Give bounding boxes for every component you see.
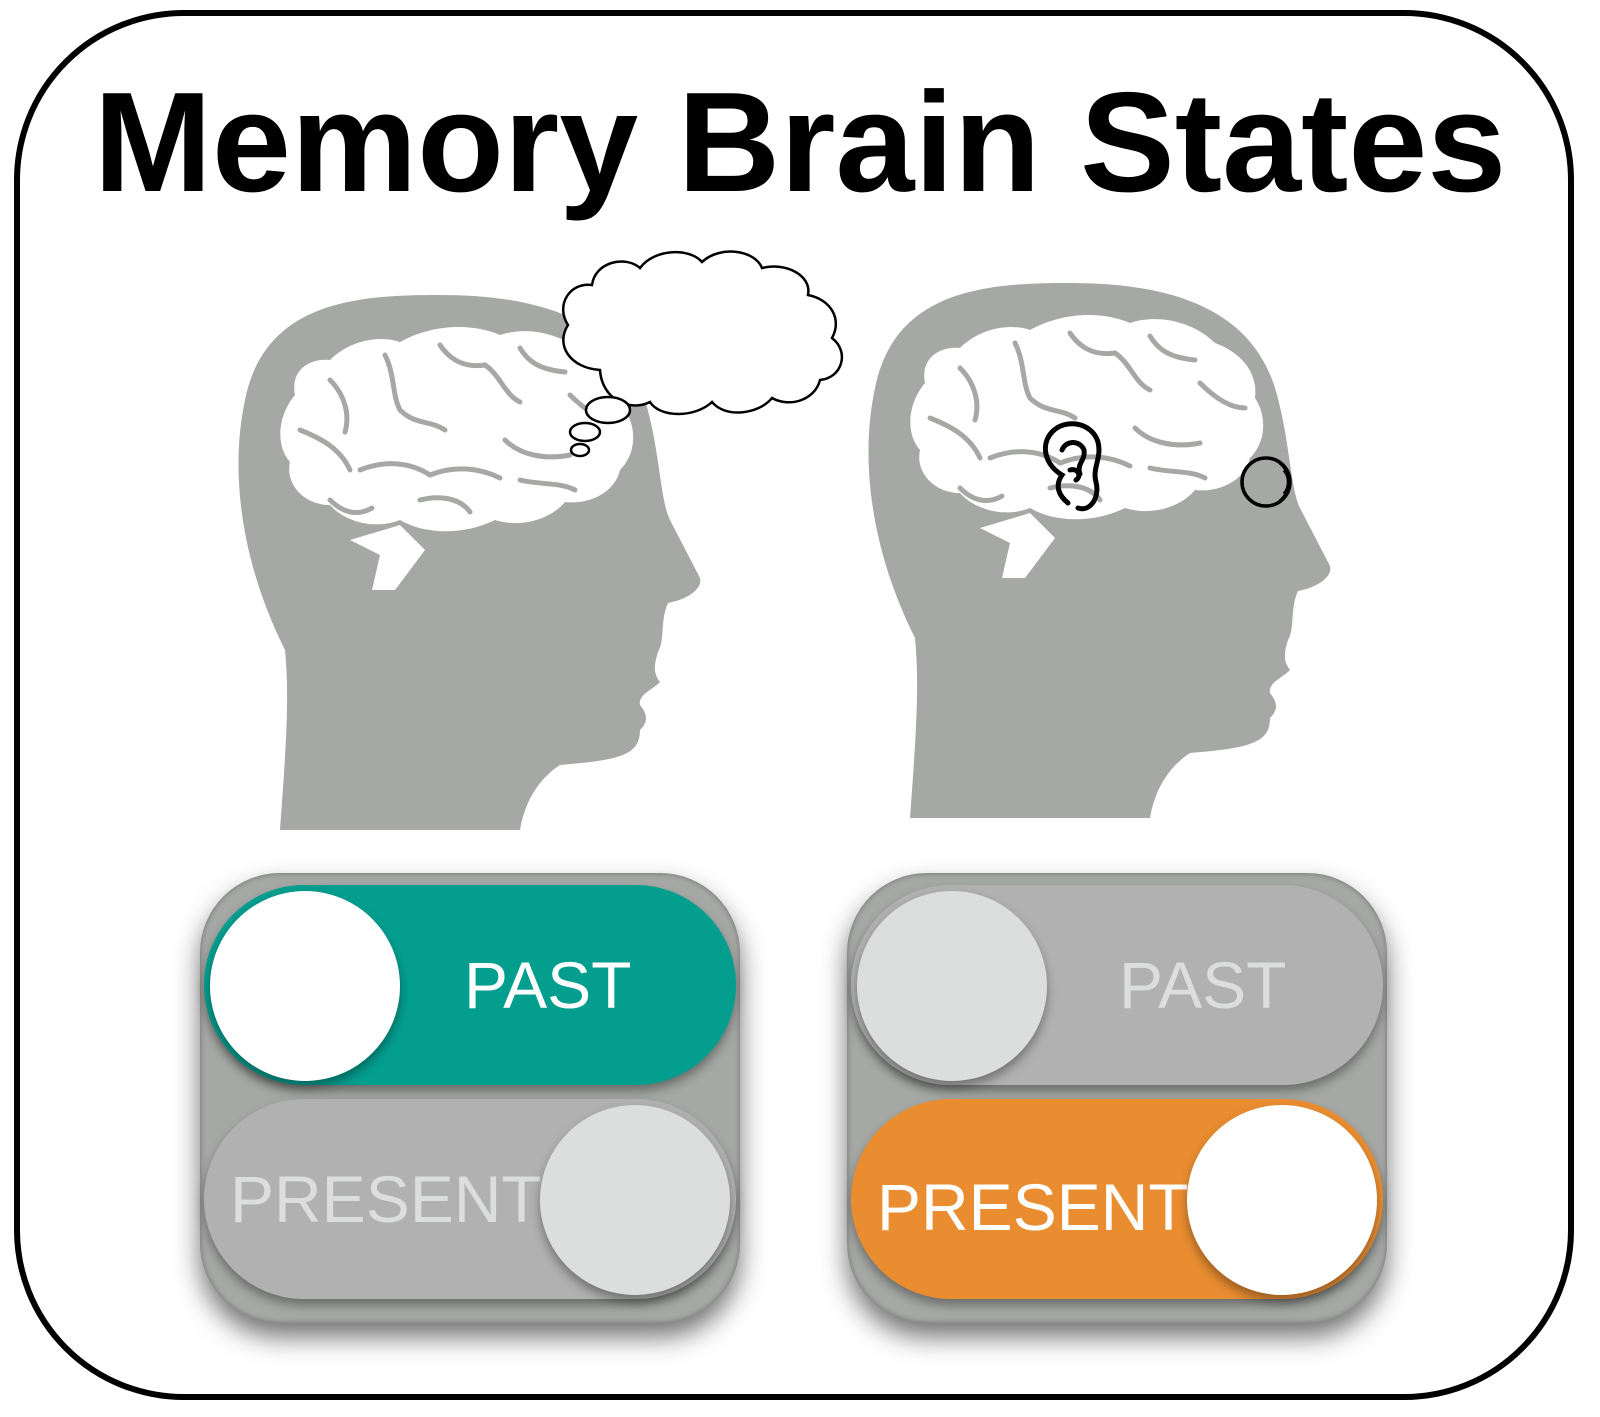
right-head	[868, 283, 1331, 818]
right-present-toggle[interactable]: PRESENT	[851, 1099, 1383, 1299]
left-present-label: PRESENT	[230, 1162, 542, 1236]
left-toggle-panel: PAST PRESENT	[200, 873, 740, 1323]
left-past-toggle[interactable]: PAST	[204, 885, 736, 1085]
page-title: Memory Brain States	[93, 63, 1507, 222]
right-past-toggle[interactable]: PAST	[851, 885, 1383, 1085]
heads-illustration	[238, 250, 1331, 830]
right-past-knob[interactable]	[857, 891, 1047, 1081]
right-present-label: PRESENT	[877, 1170, 1189, 1244]
right-past-label: PAST	[1119, 948, 1287, 1022]
left-present-toggle[interactable]: PRESENT	[204, 1099, 736, 1299]
left-past-label: PAST	[464, 948, 632, 1022]
left-present-knob[interactable]	[540, 1105, 730, 1295]
left-past-knob[interactable]	[210, 891, 400, 1081]
ear-icon	[1042, 421, 1102, 512]
thought-bubble-icon	[562, 250, 844, 458]
right-toggle-panel: PAST PRESENT	[847, 873, 1387, 1323]
right-present-knob[interactable]	[1187, 1105, 1377, 1295]
eye-icon	[1240, 456, 1292, 508]
